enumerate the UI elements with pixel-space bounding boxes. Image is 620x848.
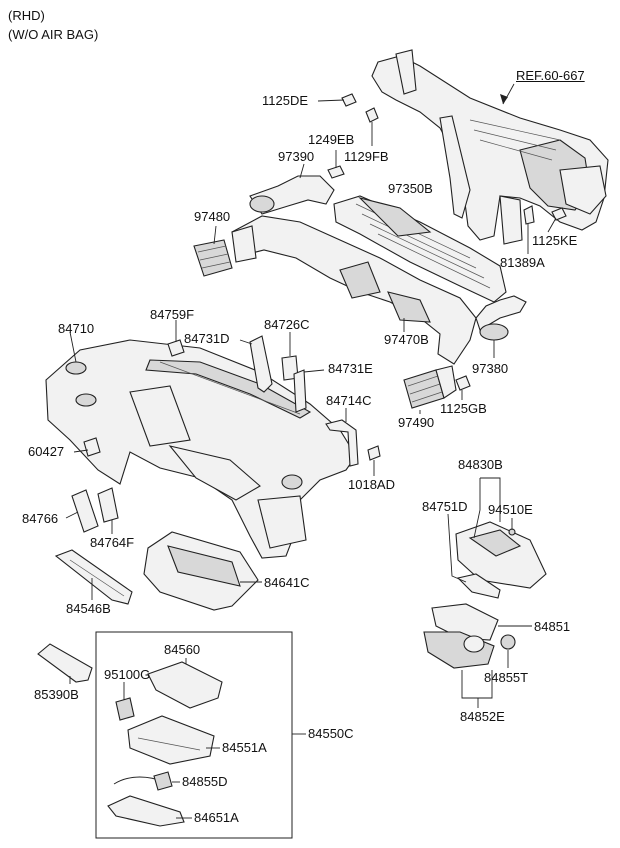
part-label-84710[interactable]: 84710 [58,321,95,336]
trim-85390b [37,643,93,684]
part-label-84551a[interactable]: 84551A [222,740,267,755]
main-duct-97470b [231,215,477,365]
part-label-84651a[interactable]: 84651A [194,810,239,825]
lower-cover-84830b [447,477,547,599]
bolt-1249eb [327,150,345,179]
part-label-84852e[interactable]: 84852E [460,709,505,724]
part-label-84764f[interactable]: 84764F [90,535,135,550]
part-label-84751d[interactable]: 84751D [422,499,468,514]
part-label-84830b[interactable]: 84830B [458,457,503,472]
cowl-cross-member [371,49,609,245]
part-label-97480[interactable]: 97480 [194,209,231,224]
bolt-1018ad [367,445,381,476]
bracket-84731d [239,335,273,393]
bracket-84731e [293,369,325,413]
part-label-94510e[interactable]: 94510E [488,502,533,517]
part-label-85390b[interactable]: 85390B [34,687,79,702]
part-label-84546b[interactable]: 84546B [66,601,111,616]
part-label-84726c[interactable]: 84726C [264,317,310,332]
bracket-84764f [97,487,119,534]
part-label-97390[interactable]: 97390 [278,149,315,164]
part-label-1129fb[interactable]: 1129FB [344,149,389,164]
part-label-1249eb[interactable]: 1249EB [308,132,355,147]
part-label-84851[interactable]: 84851 [534,619,571,634]
clip-84759f [167,320,185,357]
part-label-97350b[interactable]: 97350B [388,181,433,196]
part-label-84641c[interactable]: 84641C [264,575,310,590]
part-label-60427[interactable]: 60427 [28,444,65,459]
part-label-1125de[interactable]: 1125DE [262,93,309,108]
glove-box-assembly-84550c [95,631,306,839]
header-rhd: (RHD) [8,8,45,23]
side-duct-97390 [249,163,335,215]
part-label-97380[interactable]: 97380 [472,361,509,376]
clip-60427 [73,437,101,457]
column-shroud-84852e [423,603,532,708]
part-label-84759f[interactable]: 84759F [150,307,195,322]
part-label-1125ke[interactable]: 1125KE [532,233,578,248]
crash-pad-84710 [45,331,357,559]
bolt-1125ke [547,207,567,233]
part-label-84731d[interactable]: 84731D [184,331,230,346]
part-label-97490[interactable]: 97490 [398,415,435,430]
part-label-84714c[interactable]: 84714C [326,393,372,408]
bolt-81389a [523,205,535,254]
bracket-84766 [65,489,99,533]
center-duct-97350b [333,195,507,303]
glove-box-housing-84641c [143,531,262,611]
part-label-84550c[interactable]: 84550C [308,726,354,741]
bracket-84714c [325,408,359,467]
part-label-84766[interactable]: 84766 [22,511,59,526]
part-label-81389a[interactable]: 81389A [500,255,545,270]
part-label-1018ad[interactable]: 1018AD [348,477,395,492]
bolt-1129fb [365,107,379,146]
reference-label[interactable]: REF.60-667 [516,68,585,83]
reference-arrow [500,83,515,105]
vent-97480 [193,225,257,277]
vent-97380 [475,295,527,358]
part-label-84731e[interactable]: 84731E [328,361,373,376]
part-label-84560[interactable]: 84560 [164,642,201,657]
header-without-airbag: (W/O AIR BAG) [8,27,99,42]
part-label-95100g[interactable]: 95100G [104,667,151,682]
vent-97490 [403,365,457,414]
part-label-84855t[interactable]: 84855T [484,670,529,685]
bracket-84546b [54,549,133,605]
part-label-1125gb[interactable]: 1125GB [440,401,487,416]
bolt-1125gb [455,375,471,400]
bolt-1125de [317,93,357,107]
part-label-84855d[interactable]: 84855D [182,774,228,789]
part-label-97470b[interactable]: 97470B [384,332,429,347]
